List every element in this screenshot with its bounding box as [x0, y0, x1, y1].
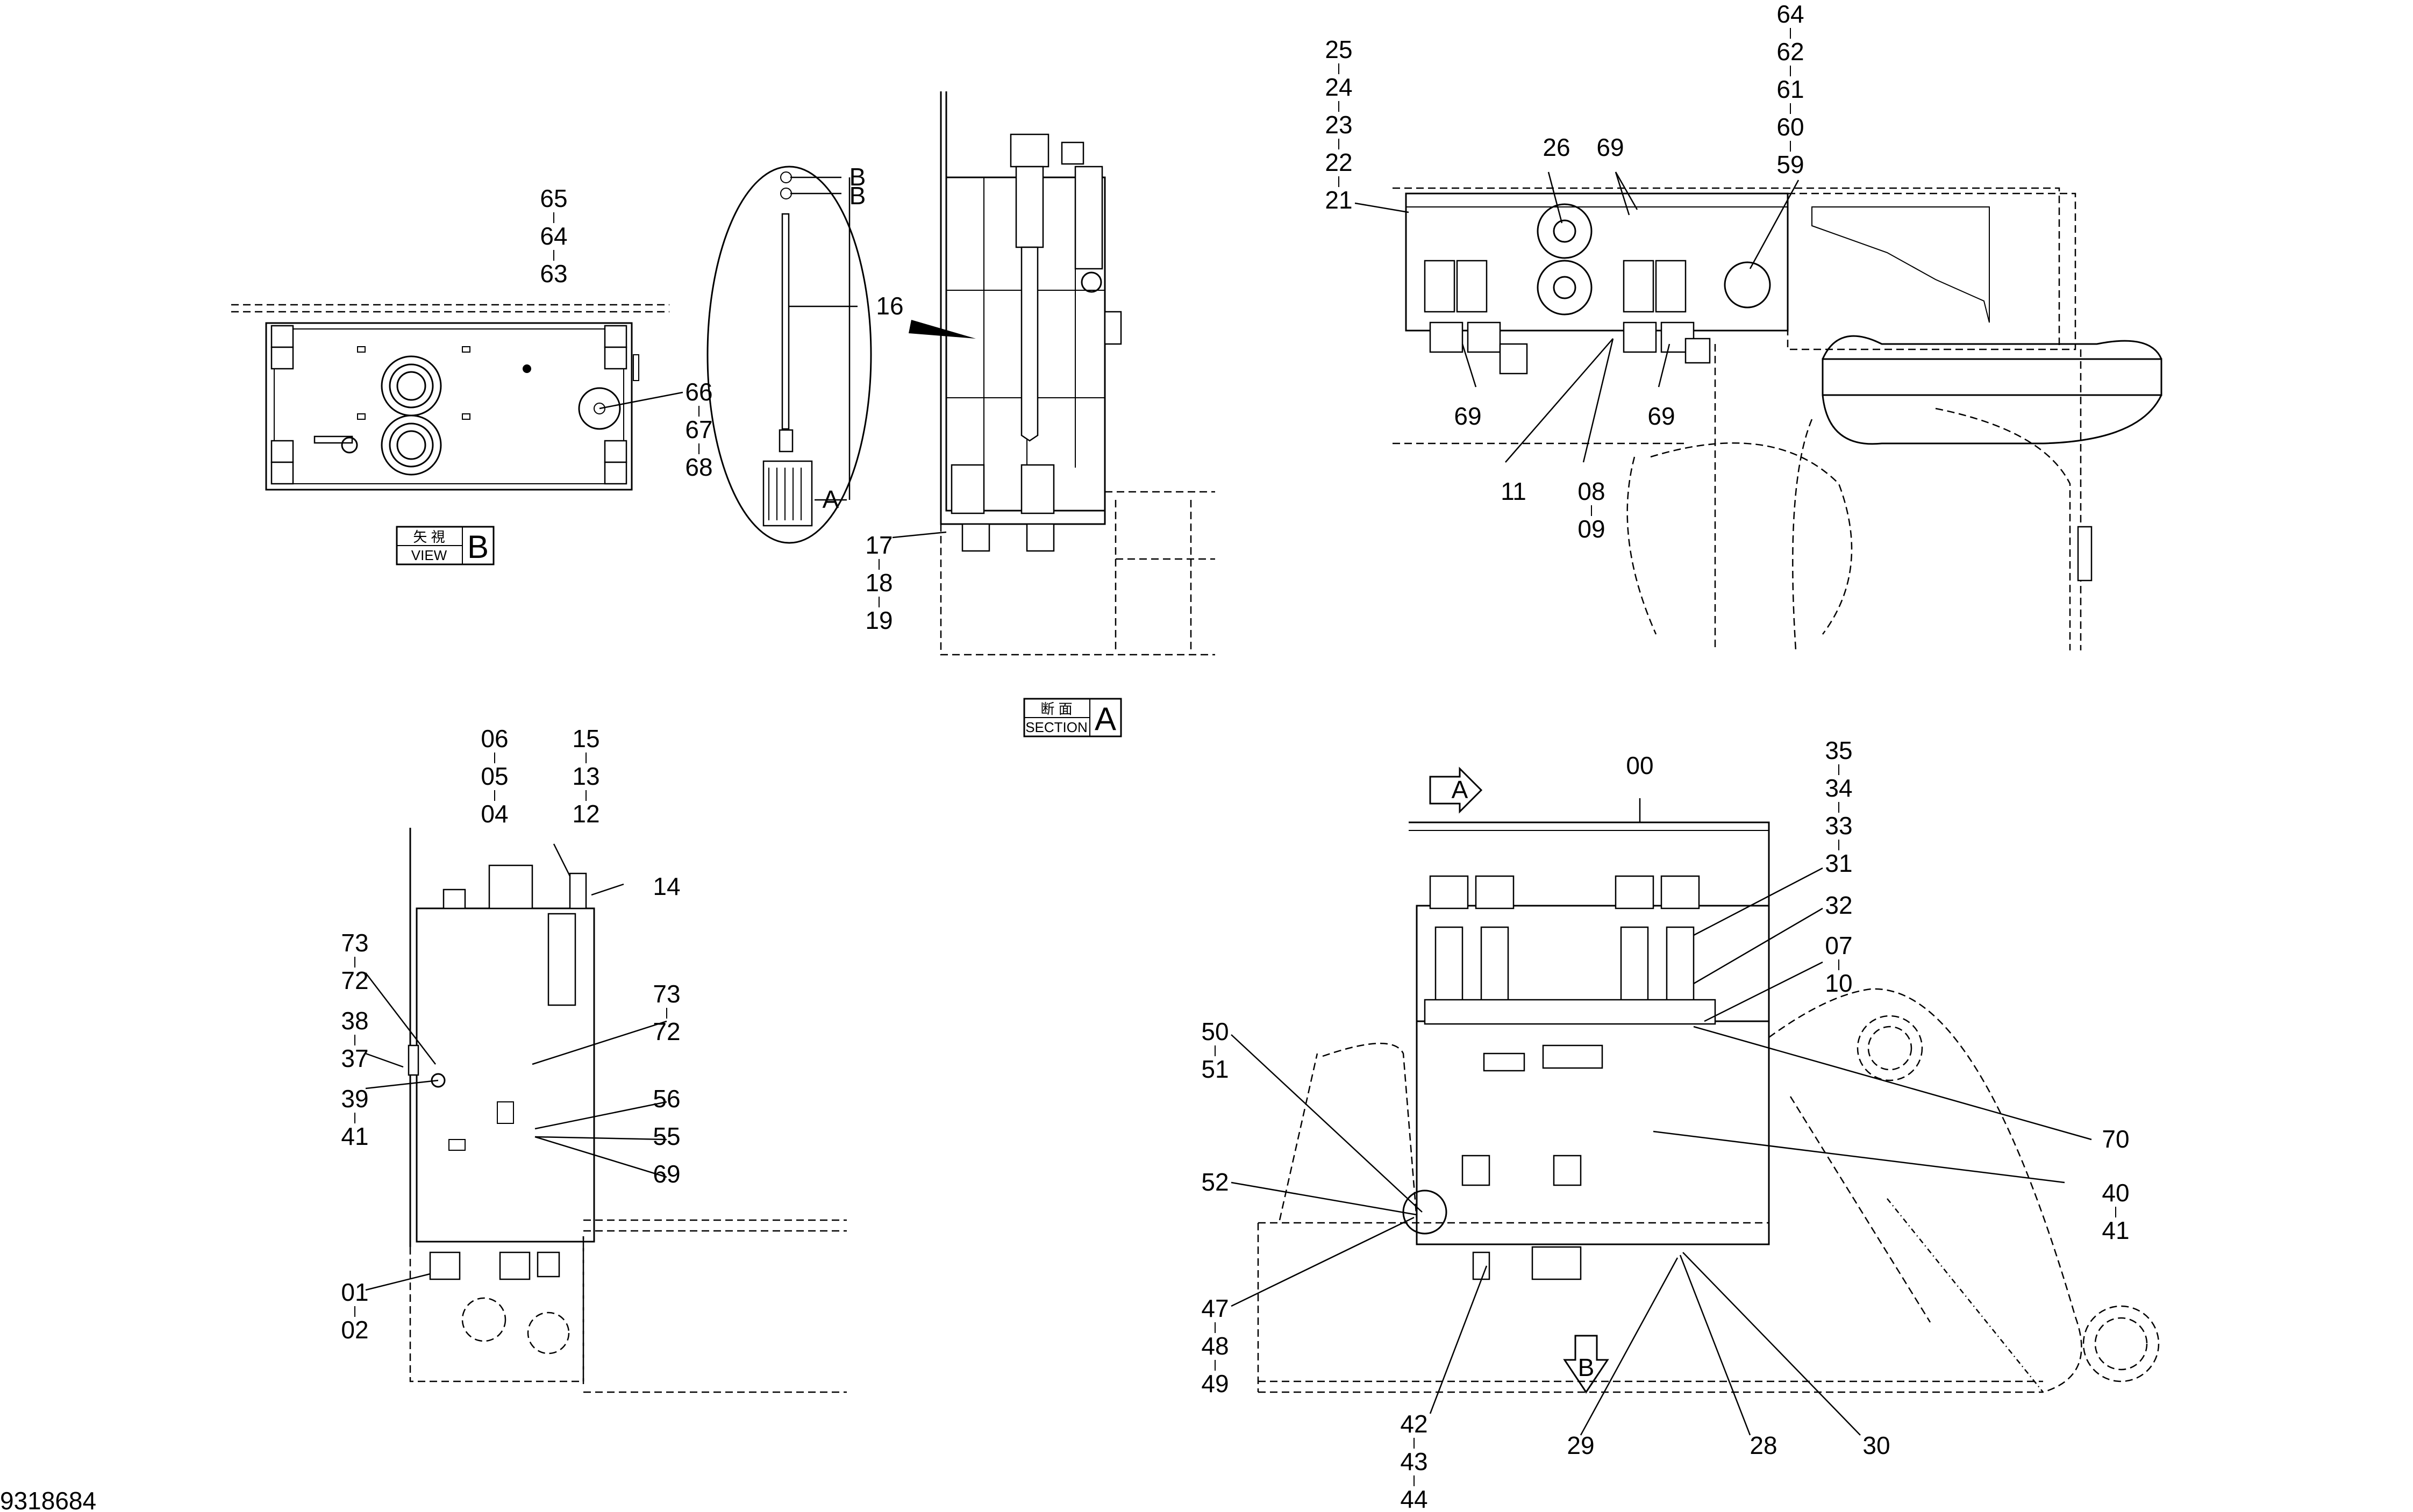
- callout-39: 39: [341, 1085, 368, 1113]
- callout-18: 18: [865, 569, 893, 597]
- section-a-word: SECTION: [1025, 719, 1088, 735]
- callout-06: 06: [481, 725, 508, 753]
- arrow-marker-b: B: [1578, 1353, 1595, 1381]
- callout-26: 26: [1543, 133, 1570, 161]
- section-a-kanji: 断 面: [1040, 701, 1072, 717]
- callout-08: 08: [1577, 477, 1605, 505]
- callout-44: 44: [1400, 1485, 1427, 1512]
- top-right-view-drawing: [1393, 187, 2162, 651]
- callout-29: 29: [1567, 1431, 1594, 1459]
- callout-13: 13: [572, 762, 599, 790]
- callout-labels: 65 64 63 66 67 68 B B 16 A 17 18 19 25 2…: [341, 0, 2129, 1512]
- callout-72-left: 72: [341, 966, 368, 994]
- callout-40: 40: [2102, 1179, 2129, 1207]
- arrow-marker-a: A: [1452, 776, 1468, 804]
- callout-12: 12: [572, 800, 599, 828]
- section-a-drawing: [706, 91, 1215, 656]
- callout-48: 48: [1201, 1332, 1229, 1360]
- callout-letter-a: A: [823, 485, 839, 513]
- callout-09: 09: [1577, 515, 1605, 543]
- callout-22: 22: [1325, 148, 1352, 176]
- callout-55: 55: [653, 1122, 680, 1150]
- callout-65: 65: [540, 184, 567, 212]
- callout-49: 49: [1201, 1370, 1229, 1398]
- callout-73-right: 73: [653, 980, 680, 1008]
- callout-19: 19: [865, 606, 893, 634]
- callout-69-left: 69: [1454, 402, 1481, 430]
- callout-28: 28: [1750, 1431, 1777, 1459]
- section-a-letter: A: [1095, 701, 1116, 737]
- view-b-label-box: 矢 視 VIEW B: [396, 526, 495, 565]
- view-b-drawing: [231, 304, 669, 491]
- callout-letter-b-2: B: [849, 182, 866, 210]
- bottom-right-view-drawing: [1257, 766, 2160, 1394]
- callout-letter-b-1: B: [849, 163, 866, 191]
- callout-73-left: 73: [341, 929, 368, 957]
- callout-31: 31: [1825, 849, 1852, 877]
- callout-11: 11: [1501, 477, 1526, 505]
- view-b-letter: B: [467, 529, 489, 565]
- callout-04: 04: [481, 800, 508, 828]
- callout-15: 15: [572, 725, 599, 753]
- callout-16: 16: [876, 292, 903, 320]
- callout-61: 61: [1776, 75, 1804, 103]
- callout-66: 66: [685, 378, 712, 406]
- callout-10: 10: [1825, 969, 1852, 997]
- callout-47: 47: [1201, 1294, 1229, 1322]
- view-b-kanji: 矢 視: [413, 529, 445, 545]
- callout-01: 01: [341, 1278, 368, 1306]
- callout-07: 07: [1825, 931, 1852, 959]
- callout-14: 14: [653, 872, 680, 900]
- view-b-word: VIEW: [411, 547, 447, 563]
- section-a-label-box: 断 面 SECTION A: [1023, 698, 1122, 737]
- callout-63: 63: [540, 260, 567, 288]
- callout-56: 56: [653, 1085, 680, 1113]
- callout-41-right: 41: [2102, 1216, 2129, 1244]
- drawing-number: 9318684: [0, 1487, 96, 1512]
- callout-23: 23: [1325, 111, 1352, 139]
- callout-21: 21: [1325, 186, 1352, 214]
- callout-33: 33: [1825, 812, 1852, 840]
- callout-38: 38: [341, 1007, 368, 1035]
- leader-lines: [365, 171, 2092, 1436]
- callout-52: 52: [1201, 1168, 1229, 1196]
- callout-05: 05: [481, 762, 508, 790]
- callout-62: 62: [1776, 38, 1804, 66]
- callout-42: 42: [1400, 1410, 1427, 1438]
- callout-50: 50: [1201, 1017, 1229, 1045]
- callout-32: 32: [1825, 891, 1852, 919]
- callout-35: 35: [1825, 736, 1852, 764]
- callout-25: 25: [1325, 35, 1352, 63]
- callout-17: 17: [865, 531, 893, 559]
- callout-00: 00: [1626, 751, 1653, 779]
- callout-02: 02: [341, 1316, 368, 1344]
- callout-separators: [354, 28, 2116, 1486]
- callout-59: 59: [1776, 151, 1804, 178]
- callout-69-right: 69: [1647, 402, 1675, 430]
- callout-51: 51: [1201, 1055, 1229, 1083]
- callout-68: 68: [685, 453, 712, 481]
- bottom-left-view-drawing: [408, 828, 847, 1393]
- callout-72-right: 72: [653, 1017, 680, 1045]
- callout-34: 34: [1825, 774, 1852, 802]
- callout-64-top: 64: [1776, 0, 1804, 28]
- callout-41-left: 41: [341, 1122, 368, 1150]
- callout-30: 30: [1862, 1431, 1890, 1459]
- callout-43: 43: [1400, 1447, 1427, 1475]
- callout-67: 67: [685, 415, 712, 443]
- callout-69-bottom-left: 69: [653, 1160, 680, 1188]
- callout-69-top: 69: [1596, 133, 1624, 161]
- callout-60: 60: [1776, 113, 1804, 141]
- callout-24: 24: [1325, 73, 1352, 101]
- callout-64: 64: [540, 222, 567, 250]
- callout-70: 70: [2102, 1125, 2129, 1153]
- callout-37: 37: [341, 1044, 368, 1072]
